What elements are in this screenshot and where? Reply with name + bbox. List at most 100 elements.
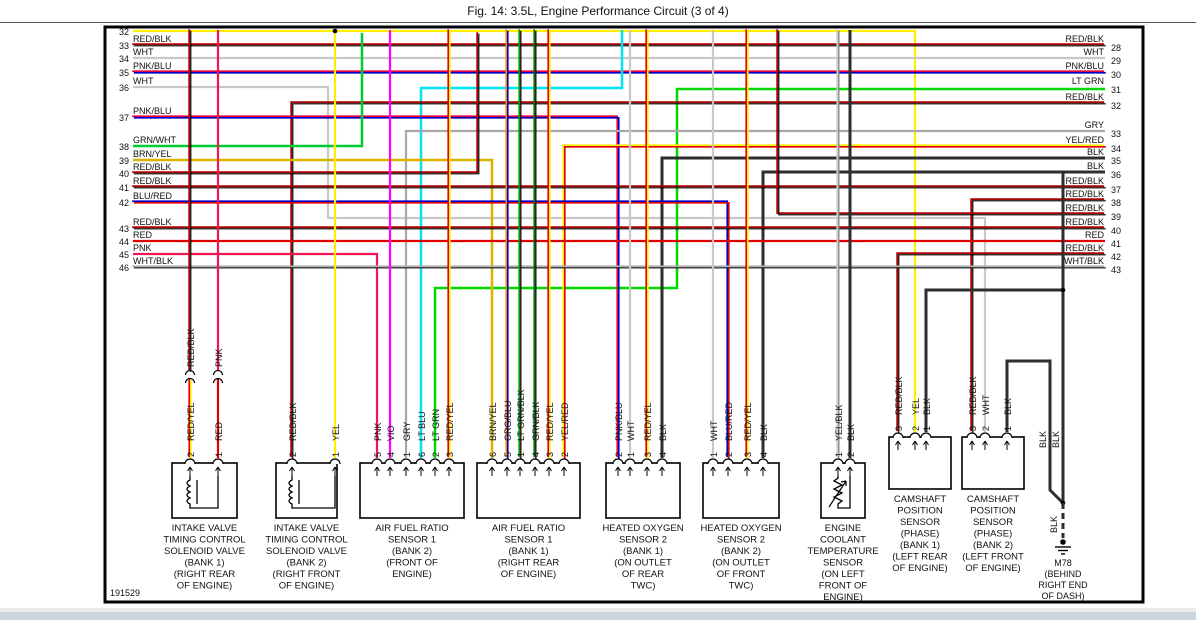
pin-connector-arc	[844, 458, 856, 465]
pin-arrow	[659, 466, 665, 476]
right-wire-color-label: YEL/RED	[1065, 135, 1104, 145]
pin-arrow	[403, 466, 409, 476]
pin-color-label: LT GRN/BLK	[516, 389, 526, 441]
pin-number: 1	[516, 452, 526, 457]
pin-arrow	[561, 466, 567, 476]
left-wire-number: 34	[119, 54, 129, 64]
circuit-wire	[133, 158, 494, 458]
component-box	[275, 462, 338, 519]
pin-color-label: RED	[214, 421, 224, 441]
right-wire-color-label: RED/BLK	[1065, 217, 1104, 227]
left-wire-number: 41	[119, 183, 129, 193]
pin-connector-arc	[757, 458, 769, 465]
pin-color-label: WHT	[981, 394, 991, 415]
pin-connector-arc	[966, 432, 978, 439]
pin-connector-arc	[501, 458, 513, 465]
pin-arrow	[760, 466, 766, 476]
left-wire-number: 46	[119, 263, 129, 273]
pin-arrow	[847, 466, 853, 476]
pin-arrow	[644, 466, 650, 476]
pin-connector-arc	[624, 458, 636, 465]
component-box	[359, 462, 465, 519]
pin-color-label: RED/BLK	[288, 402, 298, 441]
thermistor-symbol	[832, 476, 851, 509]
circuit-wire	[896, 252, 1105, 432]
circuit-wire	[563, 146, 1106, 459]
pin-arrow	[912, 440, 918, 450]
pin-connector-arc	[741, 458, 753, 465]
pin-arrow	[215, 466, 221, 476]
pin-arrow	[725, 466, 731, 476]
circuit-wire	[433, 87, 1105, 458]
right-wire-number: 42	[1111, 252, 1121, 262]
pin-connector-arc	[486, 458, 498, 465]
right-wire-color-label: PNK/BLU	[1065, 61, 1104, 71]
pin-arrow	[615, 466, 621, 476]
pin-number: 2	[288, 452, 298, 457]
pin-arrow	[418, 466, 424, 476]
left-wire-color-label: PNK	[133, 243, 152, 253]
junction-dot	[1060, 287, 1066, 293]
pin-number: 2	[614, 452, 624, 457]
pin-color-label: RED/BLK	[894, 376, 904, 415]
left-wire-color-label: WHT	[133, 76, 154, 86]
pin-number: 3	[968, 426, 978, 431]
left-wire-number: 45	[119, 250, 129, 260]
pin-color-label: PNK/BLU	[614, 402, 624, 441]
right-wire-number: 30	[1111, 70, 1121, 80]
left-wire-color-label: PNK/BLU	[133, 61, 172, 71]
pin-arrow	[982, 440, 988, 450]
pin-number: 1	[626, 452, 636, 457]
right-wire-number: 34	[1111, 144, 1121, 154]
circuit-wire	[133, 29, 917, 432]
pin-arrow	[923, 440, 929, 450]
left-wire-number: 39	[119, 156, 129, 166]
pin-connector-arc	[558, 458, 570, 465]
circuit-wire	[776, 29, 1105, 215]
pin-color-label: YEL/BLK	[834, 404, 844, 441]
right-wire-number: 29	[1111, 56, 1121, 66]
pin-connector-arc	[641, 458, 653, 465]
pin-number: 5	[503, 452, 513, 457]
pin-arrow	[546, 466, 552, 476]
right-wire-color-label: LT GRN	[1072, 76, 1104, 86]
right-wire-color-label: BLK	[1087, 161, 1104, 171]
pin-number: 5	[373, 452, 383, 457]
diagram-content: 3233RED/BLK34WHT35PNK/BLU36WHT37PNK/BLU3…	[119, 27, 1121, 603]
right-wire-color-label: RED/BLK	[1065, 189, 1104, 199]
pin-arrow	[710, 466, 716, 476]
right-wire-number: 31	[1111, 85, 1121, 95]
pin-color-label: WHT	[626, 420, 636, 441]
right-wire-number: 37	[1111, 185, 1121, 195]
pin-connector-arc	[656, 458, 668, 465]
pin-connector-arc	[400, 458, 412, 465]
circuit-wire	[562, 144, 1105, 458]
pin-color-label: BLU/RED	[724, 401, 734, 441]
pin-connector-arc	[212, 458, 224, 465]
ground-symbol	[1060, 539, 1066, 545]
pin-connector-arc	[543, 458, 555, 465]
left-wire-color-label: BLU/RED	[133, 191, 173, 201]
right-wire-number: 36	[1111, 170, 1121, 180]
window-bottom-band	[0, 612, 1196, 620]
pin-color-label: GRN/BLK	[531, 401, 541, 441]
pin-arrow	[432, 466, 438, 476]
circuit-wire	[133, 202, 730, 459]
pin-color-label: GRY	[402, 422, 412, 441]
pin-arrow	[289, 466, 295, 476]
component-box	[961, 436, 1025, 490]
pin-connector-arc	[832, 458, 844, 465]
pin-color-label: YEL	[331, 424, 341, 441]
pin-color-label: YEL	[911, 398, 921, 415]
left-wire-color-label: GRN/WHT	[133, 135, 176, 145]
left-wire-color-label: RED/BLK	[133, 162, 172, 172]
circuit-wire	[133, 33, 364, 148]
left-wire-number: 33	[119, 41, 129, 51]
pin-number: 6	[488, 452, 498, 457]
pin-arrow	[1004, 440, 1010, 450]
component-box	[820, 462, 866, 519]
right-wire-color-label: WHT	[1084, 47, 1105, 57]
pin-number: 2	[911, 426, 921, 431]
circuit-wire	[778, 30, 1106, 216]
